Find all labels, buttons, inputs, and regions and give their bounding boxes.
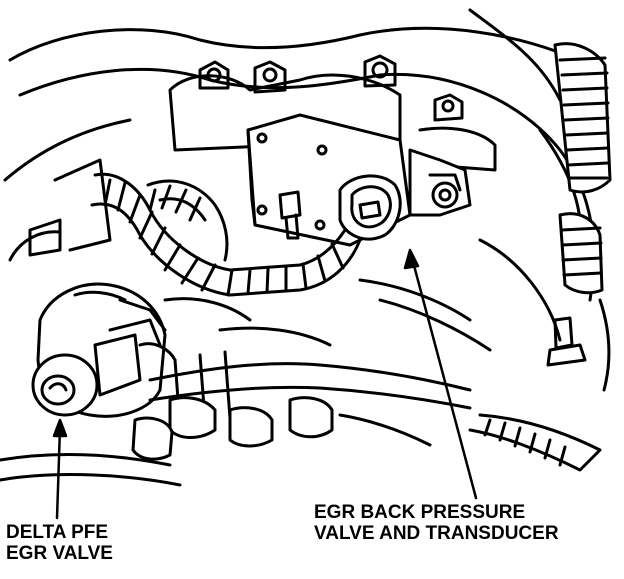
lower-fuel-lines <box>0 278 492 487</box>
delta-pfe-egr-valve <box>31 282 177 418</box>
egr-back-pressure-label-line1: EGR BACK PRESSURE <box>314 502 526 523</box>
intake-manifold <box>168 54 497 172</box>
wiring-harness-right <box>468 42 612 472</box>
leader-line-egr-back-pressure <box>403 248 478 500</box>
corrugated-tube-egr <box>90 172 362 297</box>
delta-pfe-label-line2: EGR VALVE <box>6 543 113 564</box>
egr-back-pressure-label-line2: VALVE AND TRANSDUCER <box>314 523 559 544</box>
leader-line-delta-pfe <box>52 418 68 520</box>
delta-pfe-egr-valve-label: DELTA PFE EGR VALVE <box>6 522 113 564</box>
delta-pfe-label-line1: DELTA PFE <box>6 522 109 543</box>
egr-back-pressure-valve <box>246 113 472 247</box>
egr-back-pressure-label: EGR BACK PRESSURE VALVE AND TRANSDUCER <box>314 502 559 544</box>
